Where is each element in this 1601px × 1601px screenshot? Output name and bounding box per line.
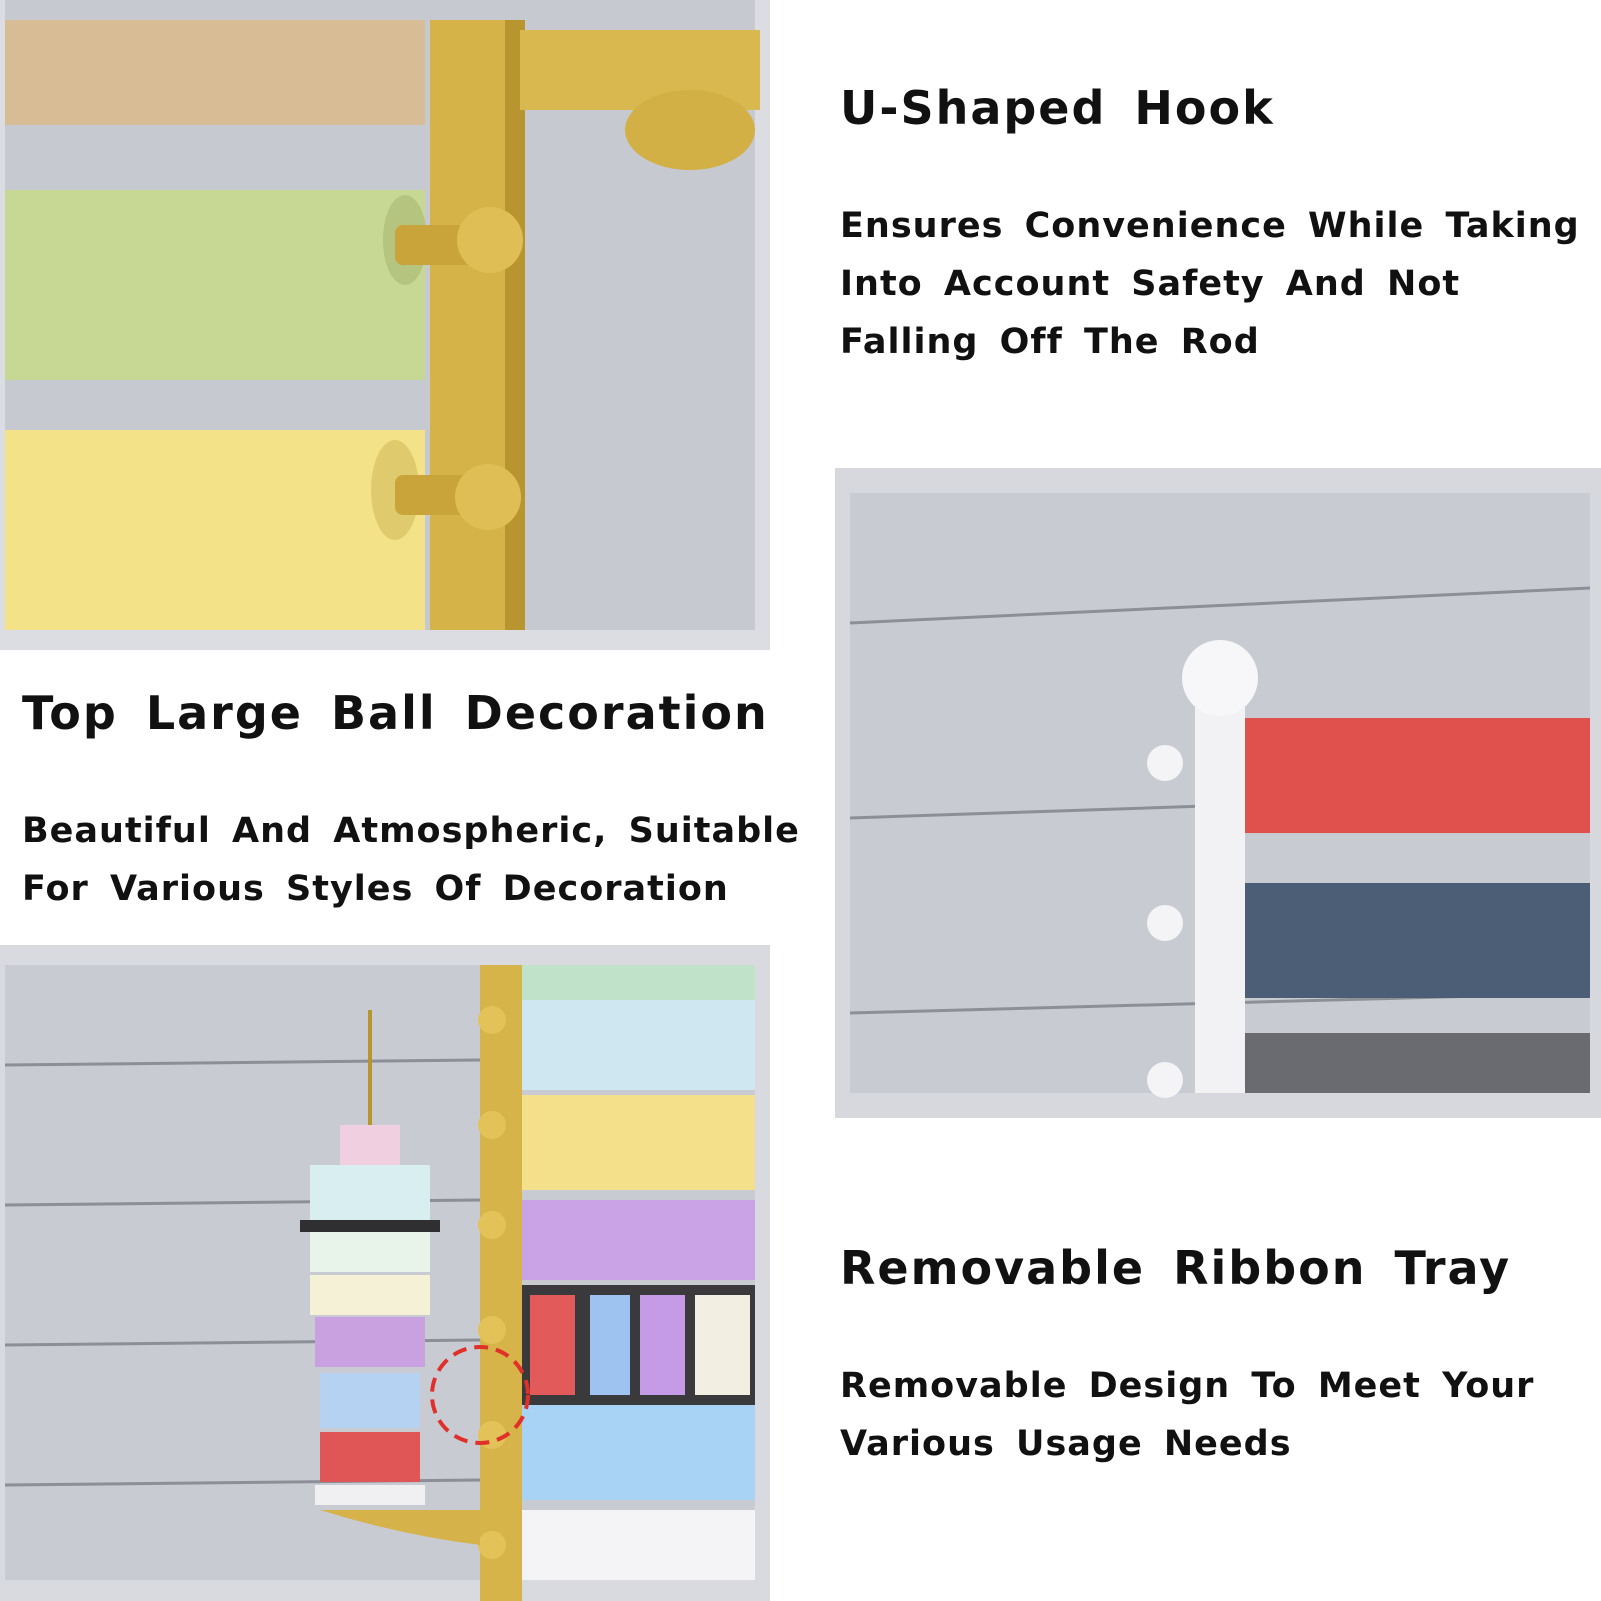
feature-title-tray: Removable Ribbon Tray — [840, 1241, 1512, 1295]
description-line: Falling Off The Rod — [840, 322, 1260, 362]
feature-title-ball: Top Large Ball Decoration — [22, 686, 769, 740]
hook-closeup-image — [0, 0, 770, 650]
feature-description-hook: Ensures Convenience While Taking Into Ac… — [840, 197, 1580, 371]
description-line: Various Usage Needs — [840, 1424, 1292, 1464]
feature-description-tray: Removable Design To Meet Your Various Us… — [840, 1357, 1534, 1473]
ball-decoration-image — [835, 468, 1601, 1118]
description-line: Ensures Convenience While Taking — [840, 206, 1580, 246]
description-line: For Various Styles Of Decoration — [22, 869, 729, 909]
feature-description-ball: Beautiful And Atmospheric, Suitable For … — [22, 802, 800, 918]
feature-title-hook: U-Shaped Hook — [840, 81, 1275, 135]
description-line: Beautiful And Atmospheric, Suitable — [22, 811, 800, 851]
description-line: Removable Design To Meet Your — [840, 1366, 1535, 1406]
description-line: Into Account Safety And Not — [840, 264, 1461, 304]
ribbon-tray-image — [0, 945, 770, 1601]
